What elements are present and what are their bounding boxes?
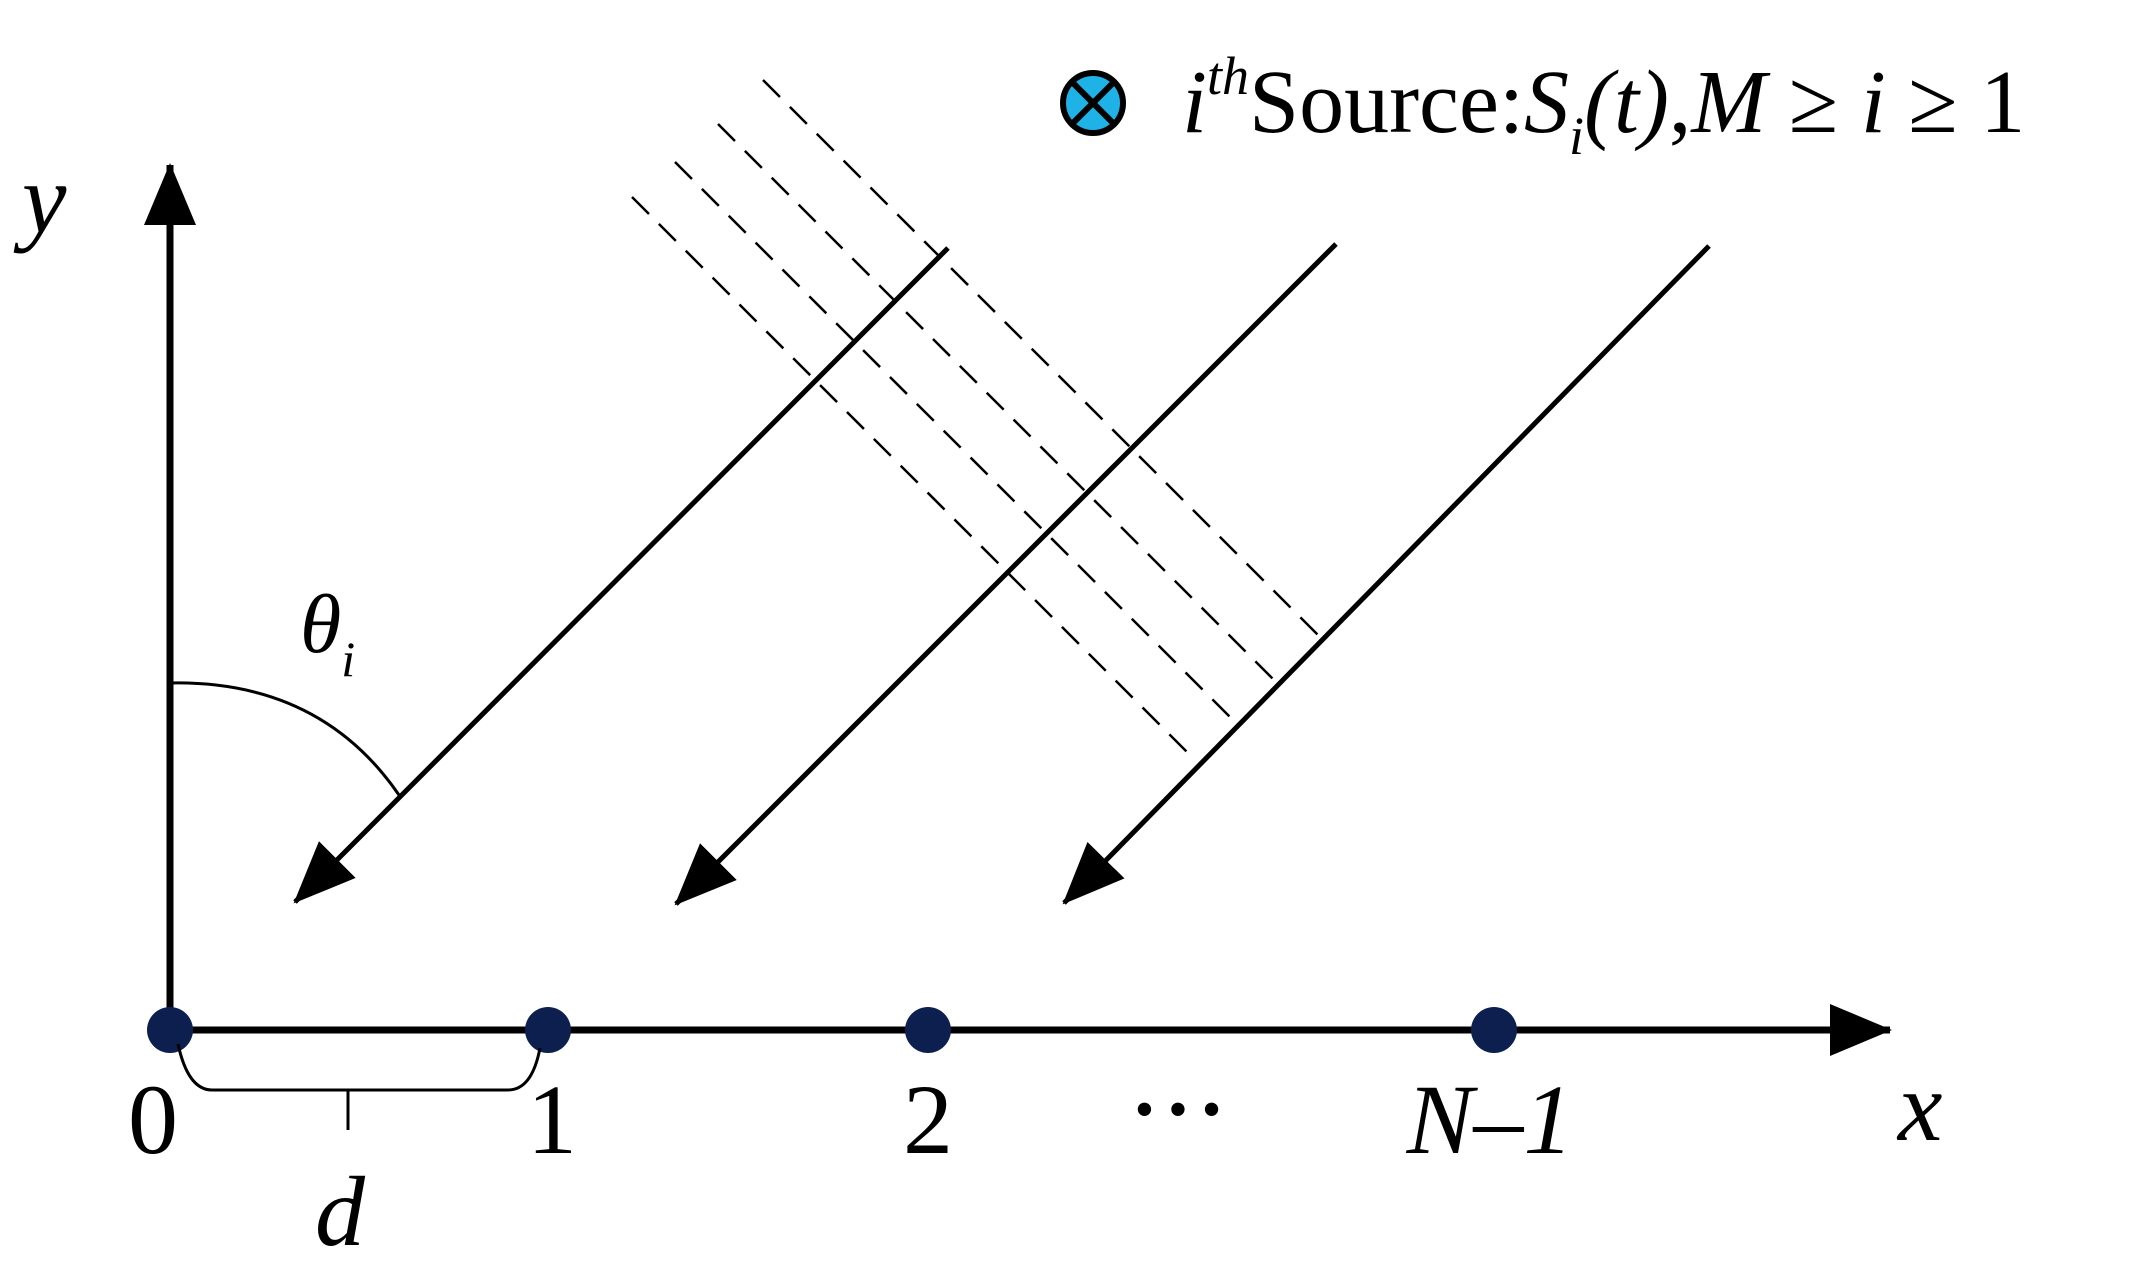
legend-superscript: th bbox=[1207, 46, 1249, 106]
spacing-brace bbox=[176, 1043, 542, 1092]
sensor-ellipsis: • • • bbox=[1135, 1079, 1222, 1141]
incident-ray-3 bbox=[1062, 244, 1711, 905]
legend-i-symbol: i bbox=[1182, 53, 1207, 152]
incident-ray-1 bbox=[293, 246, 950, 904]
sensor-1 bbox=[525, 1007, 571, 1053]
legend-signal-subscript: i bbox=[1569, 106, 1584, 166]
angle-arc bbox=[169, 681, 401, 796]
legend: ithSource:Si(t),M ≥ i ≥ 1 bbox=[1060, 46, 2025, 166]
wavefronts bbox=[631, 79, 1321, 760]
sensor-2 bbox=[905, 1007, 951, 1053]
legend-condition-sep: , bbox=[1669, 53, 1692, 152]
legend-label: ithSource:Si(t),M ≥ i ≥ 1 bbox=[1182, 46, 2025, 166]
spacing-label: d bbox=[315, 1156, 366, 1267]
legend-relation-1: ≥ bbox=[1766, 53, 1860, 152]
y-axis-label: y bbox=[13, 143, 67, 254]
x-axis-label: x bbox=[1896, 1051, 1942, 1162]
wavefront-4 bbox=[631, 196, 1195, 760]
sensor-0 bbox=[147, 1007, 193, 1053]
legend-relation-2: ≥ 1 bbox=[1886, 53, 2025, 152]
wavefront-3 bbox=[674, 161, 1235, 722]
angle-label: θi bbox=[300, 578, 355, 687]
sensor-label-0: 0 bbox=[128, 1064, 178, 1175]
legend-word: Source: bbox=[1249, 53, 1524, 152]
sensor-label-n-minus-1: N–1 bbox=[1406, 1064, 1574, 1175]
sensor-label-2: 2 bbox=[903, 1064, 953, 1175]
sensor-n-minus-1 bbox=[1471, 1007, 1517, 1053]
incident-ray-2 bbox=[674, 242, 1338, 906]
angle-subscript: i bbox=[341, 631, 355, 687]
legend-condition-index: i bbox=[1861, 53, 1886, 152]
sensor-label-1: 1 bbox=[527, 1064, 577, 1175]
legend-condition-var: M bbox=[1689, 53, 1771, 152]
angle-symbol: θ bbox=[300, 578, 341, 671]
legend-signal: S bbox=[1524, 53, 1569, 152]
wavefront-1 bbox=[762, 79, 1321, 638]
source-marker-cross-2 bbox=[1069, 79, 1117, 127]
wavefront-2 bbox=[717, 123, 1277, 683]
legend-argument: (t) bbox=[1584, 53, 1669, 152]
